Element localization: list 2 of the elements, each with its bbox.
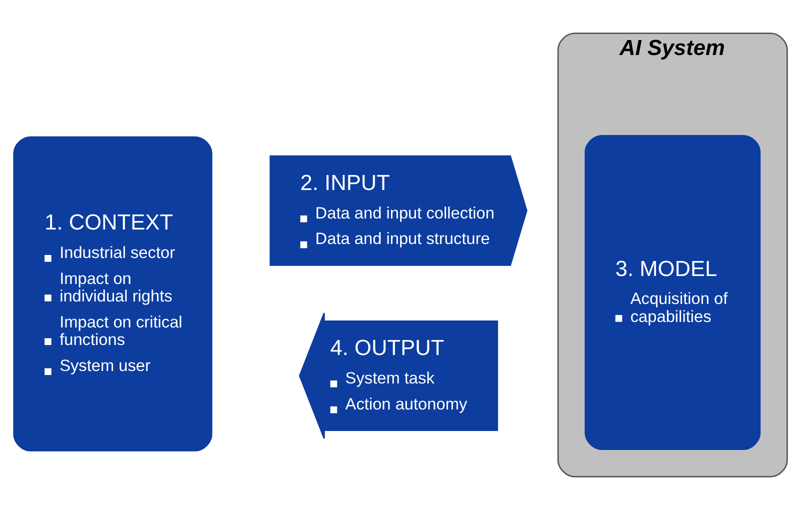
node-box: 3. MODEL Acquisition of capabilities (584, 134, 761, 450)
node-box: 1. CONTEXT Industrial sector Impact on individual rights Impact on critical functions System user (13, 136, 212, 452)
